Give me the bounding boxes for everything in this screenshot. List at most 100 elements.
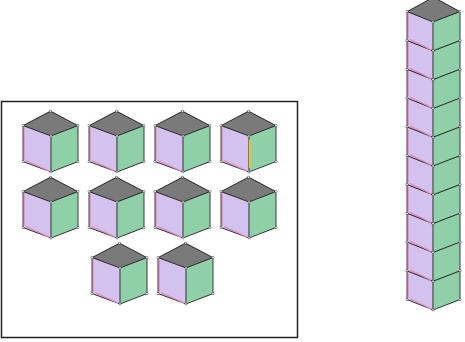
cube-vertex-dot	[432, 165, 434, 167]
cube-vertex-dot	[77, 191, 79, 193]
cube-vertex-dot	[406, 126, 408, 128]
cube-vertex-dot	[247, 110, 249, 112]
cube-vertex-dot	[182, 171, 184, 173]
cube-vertex-dot	[115, 110, 117, 112]
cube-vertex-dot	[406, 11, 408, 13]
cube-vertex-dot	[143, 227, 145, 229]
cube-vertex-dot	[459, 11, 461, 13]
cube-vertex-dot	[181, 110, 183, 112]
cube-vertex-dot	[209, 191, 211, 193]
cube-vertex-dot	[459, 155, 461, 157]
cube-vertex-dot	[157, 257, 159, 259]
cube-vertex-dot	[22, 161, 24, 163]
cube-vertex-dot	[116, 237, 118, 239]
cube-tower	[406, 0, 461, 311]
cube-vertex-dot	[406, 212, 408, 214]
cube-vertex-dot	[182, 135, 184, 137]
cube-vertex-dot	[248, 201, 250, 203]
cube-vertex-dot	[185, 303, 187, 305]
cube-vertex-dot	[212, 257, 214, 259]
cube-vertex-dot	[181, 176, 183, 178]
cube-vertex-dot	[118, 242, 120, 244]
cube-vertex-dot	[49, 176, 51, 178]
cube-vertex-dot	[459, 39, 461, 41]
cube-vertex-dot	[88, 125, 90, 127]
cube-vertex-dot	[432, 107, 434, 109]
cube-vertex-dot	[50, 201, 52, 203]
cube-vertex-dot	[406, 299, 408, 301]
cube-vertex-dot	[406, 270, 408, 272]
cube-vertex-dot	[157, 293, 159, 295]
cube-vertex-dot	[182, 201, 184, 203]
cube-vertex-dot	[432, 21, 434, 23]
cube-vertex-dot	[209, 125, 211, 127]
cube-vertex-dot	[220, 227, 222, 229]
cube-vertex-dot	[184, 242, 186, 244]
cube-vertex-dot	[432, 223, 434, 225]
cube-vertex-dot	[154, 227, 156, 229]
cube-vertex-dot	[91, 293, 93, 295]
cube-vertex-dot	[116, 171, 118, 173]
cube-vertex-dot	[432, 194, 434, 196]
cube-vertex-dot	[248, 237, 250, 239]
cube-vertex-dot	[119, 303, 121, 305]
cube-vertex-dot	[459, 183, 461, 185]
cube-vertex-dot	[143, 161, 145, 163]
cube-vertex-dot	[459, 241, 461, 243]
cube-vertex-dot	[406, 183, 408, 185]
cube-vertex-dot	[146, 293, 148, 295]
cube-vertex-dot	[22, 125, 24, 127]
cube-vertex-dot	[406, 155, 408, 157]
cube-vertex-dot	[406, 97, 408, 99]
cube-vertex-dot	[182, 237, 184, 239]
cube-vertex-dot	[220, 191, 222, 193]
cube-vertex-dot	[22, 191, 24, 193]
cube-vertex-dot	[115, 176, 117, 178]
cube-vertex-dot	[77, 161, 79, 163]
cube-vertex-dot	[50, 237, 52, 239]
cube-vertex-dot	[432, 50, 434, 52]
cube-vertex-dot	[116, 135, 118, 137]
cube-vertex-dot	[406, 241, 408, 243]
cube-vertex-dot	[88, 191, 90, 193]
cube-vertex-dot	[459, 299, 461, 301]
cube-vertex-dot	[406, 39, 408, 41]
cube-vertex-dot	[77, 125, 79, 127]
cube-vertex-dot	[432, 309, 434, 311]
cube-vertex-dot	[459, 126, 461, 128]
cube-vertex-dot	[247, 176, 249, 178]
cube-vertex-dot	[275, 227, 277, 229]
cube-vertex-dot	[209, 161, 211, 163]
cube-vertex-dot	[91, 257, 93, 259]
cube-vertex-dot	[49, 110, 51, 112]
cube-vertex-dot	[185, 267, 187, 269]
cube-vertex-dot	[432, 280, 434, 282]
cube-vertex-dot	[77, 227, 79, 229]
cube-vertex-dot	[119, 267, 121, 269]
cube-vertex-dot	[50, 171, 52, 173]
cube-vertex-dot	[459, 97, 461, 99]
cube-vertex-dot	[143, 191, 145, 193]
cube-vertex-dot	[212, 293, 214, 295]
cube-vertex-dot	[22, 227, 24, 229]
cube-vertex-dot	[275, 125, 277, 127]
cube-vertex-dot	[432, 251, 434, 253]
cube-vertex-dot	[146, 257, 148, 259]
cube-vertex-dot	[220, 125, 222, 127]
cube-vertex-dot	[154, 125, 156, 127]
cube-vertex-dot	[432, 79, 434, 81]
cube-vertex-dot	[275, 161, 277, 163]
cube-vertex-dot	[88, 227, 90, 229]
cube-vertex-dot	[143, 125, 145, 127]
cube-vertex-dot	[154, 191, 156, 193]
cube-vertex-dot	[459, 212, 461, 214]
cube-vertex-dot	[406, 68, 408, 70]
cube-vertex-dot	[220, 161, 222, 163]
cube-vertex-dot	[248, 171, 250, 173]
cube-vertex-dot	[432, 136, 434, 138]
cube-vertex-dot	[459, 270, 461, 272]
cube-vertex-dot	[209, 227, 211, 229]
cube-vertex-dot	[248, 135, 250, 137]
